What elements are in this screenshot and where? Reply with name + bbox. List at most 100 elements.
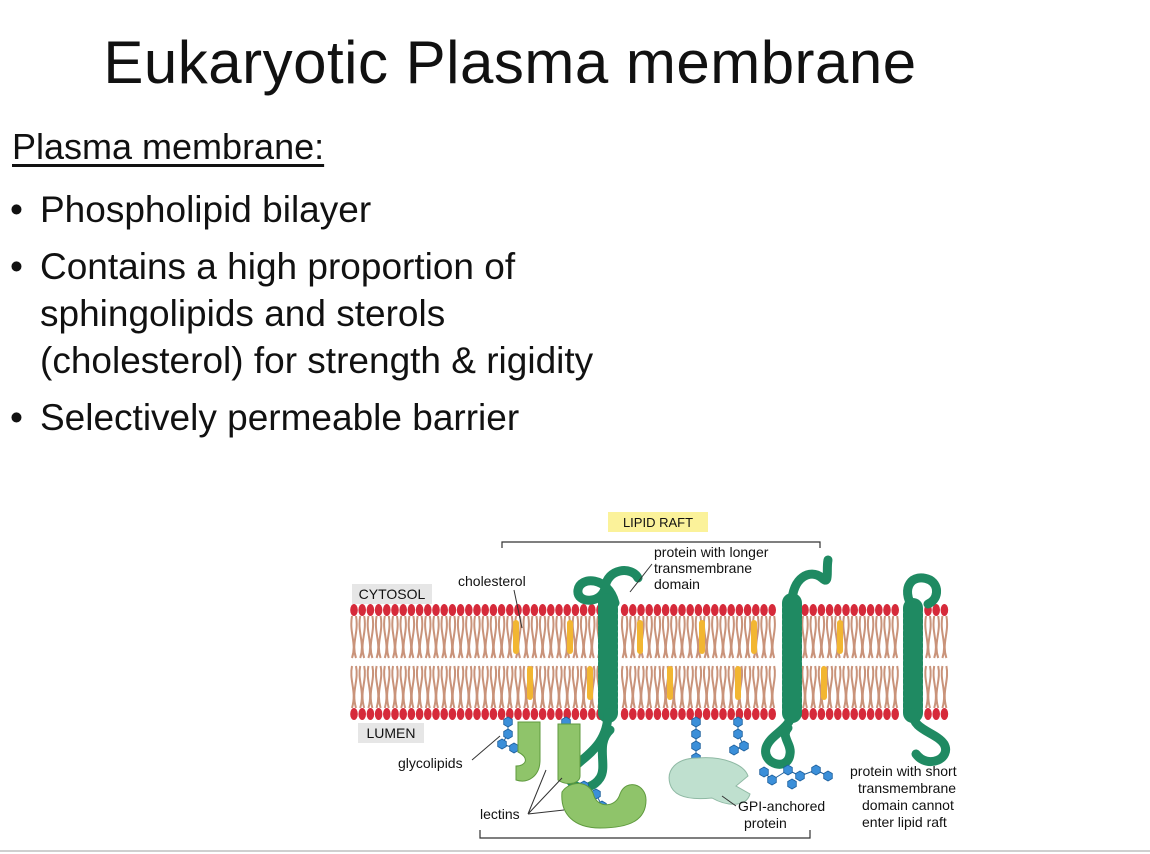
lipid-head <box>940 604 949 616</box>
lipid-head <box>629 604 637 616</box>
phospholipid-bilayer <box>350 604 949 720</box>
lipid-raft-tag <box>608 512 708 532</box>
lipid-head <box>424 604 432 616</box>
lipid-tail <box>415 615 424 659</box>
lectins-leader <box>527 769 565 815</box>
lipid-head <box>883 604 891 616</box>
lipid-head <box>456 708 465 720</box>
lipid-head <box>875 708 883 720</box>
lipid-head <box>440 604 448 616</box>
lipid-head <box>415 708 424 720</box>
lipid-head <box>653 604 662 616</box>
lipid-head <box>801 604 809 616</box>
lipid-head <box>752 708 760 720</box>
lipid-head <box>670 604 678 616</box>
lipid-head <box>489 604 498 616</box>
lipid-tail <box>497 615 506 659</box>
sugar-residue <box>759 766 769 778</box>
lipid-tail <box>555 615 563 659</box>
lipid-tail <box>440 665 448 709</box>
lipid-head <box>645 708 653 720</box>
lipid-head <box>407 604 416 616</box>
lipid-tail <box>432 665 440 709</box>
lipid-tail <box>686 665 694 709</box>
lipid-head <box>711 708 719 720</box>
lipid-head <box>637 604 645 616</box>
lipid-head <box>727 604 735 616</box>
lipid-tail <box>809 615 817 659</box>
lipid-head <box>571 604 580 616</box>
lipid-tail <box>579 665 588 709</box>
lipid-tail <box>448 615 457 659</box>
lipid-head <box>448 708 457 720</box>
lipid-tail <box>645 615 653 659</box>
lipid-head <box>547 708 555 720</box>
lipid-tail <box>424 615 432 659</box>
lumen-label: LUMEN <box>366 725 415 741</box>
cytosol-tag <box>352 584 432 604</box>
lipid-head <box>760 708 768 720</box>
lipid-head <box>366 604 375 616</box>
lipid-tail <box>456 665 465 709</box>
lipid-head <box>456 604 465 616</box>
lipid-tail <box>424 665 432 709</box>
lipid-head <box>489 708 498 720</box>
cytosol-label: CYTOSOL <box>359 586 426 602</box>
lipid-head <box>825 708 834 720</box>
lipid-head <box>571 708 580 720</box>
lipid-tail <box>727 615 735 659</box>
lipid-head <box>932 604 940 616</box>
lipid-head <box>686 708 694 720</box>
lipid-tail <box>924 665 932 709</box>
lipid-head <box>374 708 383 720</box>
lipid-tail <box>694 665 703 709</box>
lipid-tail <box>481 615 489 659</box>
long-protein-label-line-2: transmembrane <box>654 560 752 576</box>
lipid-tail <box>473 665 481 709</box>
lipid-tail <box>366 615 375 659</box>
sugar-residue <box>503 728 513 740</box>
sugar-residue <box>729 744 739 756</box>
lipid-head <box>579 604 588 616</box>
lipid-tail <box>407 615 416 659</box>
cholesterol-label: cholesterol <box>458 573 526 589</box>
lipid-head <box>637 708 645 720</box>
lipid-tail <box>760 615 768 659</box>
lipid-head <box>719 708 727 720</box>
lipid-head <box>563 604 571 616</box>
lipid-head <box>481 604 489 616</box>
lipid-head <box>850 708 858 720</box>
lipid-tail <box>842 665 850 709</box>
lipid-tail <box>702 665 711 709</box>
lipid-tail <box>801 615 809 659</box>
lipid-head <box>686 604 694 616</box>
sugar-residue <box>811 764 821 776</box>
long-protein-label-line-1: protein with longer <box>654 544 769 560</box>
sugar-residue <box>823 770 833 782</box>
lipid-head <box>768 708 776 720</box>
gpi-label-line-1: GPI-anchored <box>738 798 825 814</box>
lipid-tail <box>637 665 645 709</box>
lipid-tail <box>407 665 416 709</box>
sugar-residue <box>691 740 701 752</box>
lipid-head <box>547 604 555 616</box>
lipid-tail <box>514 665 522 709</box>
lipid-head <box>391 604 399 616</box>
lipid-tail <box>489 665 498 709</box>
lipid-tail <box>702 615 711 659</box>
lipid-head <box>555 604 563 616</box>
lipid-tail <box>506 665 514 709</box>
lipid-head <box>506 604 514 616</box>
lumen-tag <box>358 723 424 743</box>
lipid-tail <box>686 615 694 659</box>
lipid-head <box>465 708 473 720</box>
sugar-residue <box>509 742 519 754</box>
long-protein-leader <box>629 563 653 593</box>
lectin-bottom <box>561 783 647 829</box>
cholesterol-molecule <box>667 666 673 700</box>
lipid-tail <box>629 615 637 659</box>
lipid-head <box>801 708 809 720</box>
cholesterol-molecule <box>567 620 573 654</box>
lipid-head <box>399 708 407 720</box>
lipid-head <box>940 708 949 720</box>
